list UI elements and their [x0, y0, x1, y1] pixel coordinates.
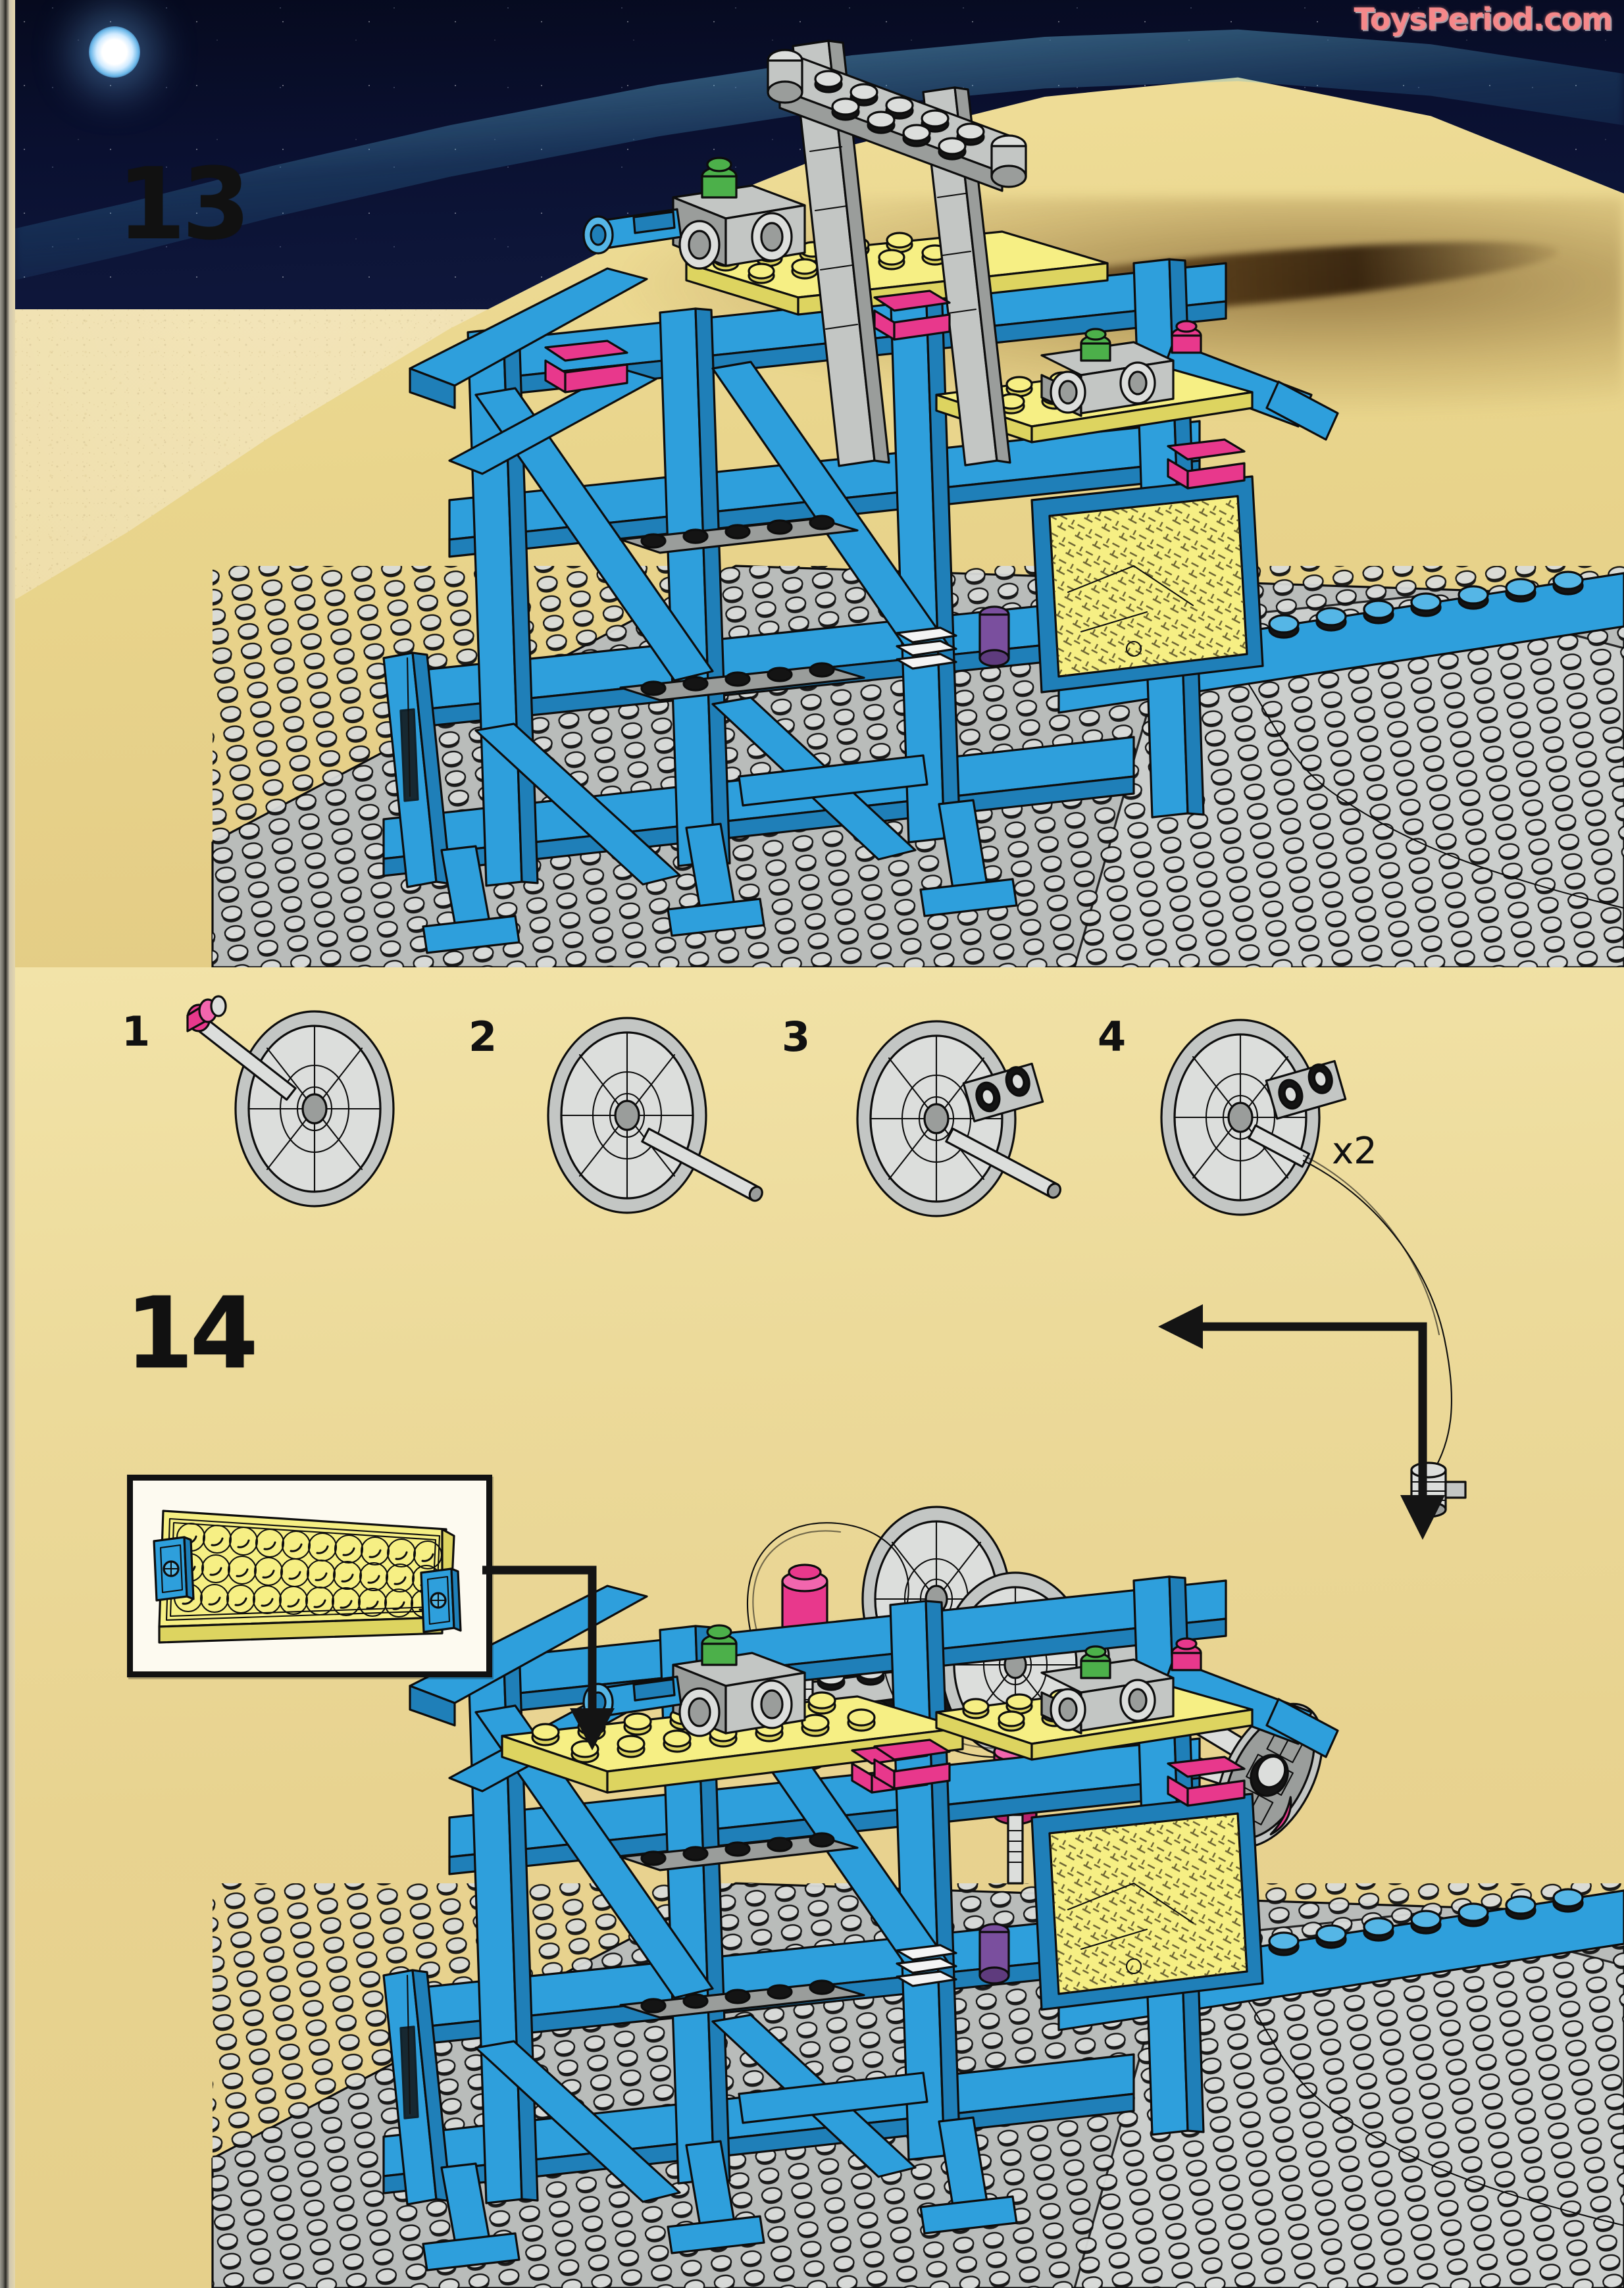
substep-number-2: 2 — [469, 1013, 497, 1061]
substep-wheel-assemblies — [186, 995, 1467, 1518]
yellow-patterned-panel — [1030, 475, 1264, 694]
step-number-13: 13 — [117, 147, 251, 262]
substep-number-3: 3 — [782, 1013, 811, 1061]
right-connector-cluster — [1040, 320, 1202, 417]
substep-3-assembly — [856, 1020, 1062, 1217]
substep-number-1: 1 — [122, 1007, 151, 1055]
gray-engine-block-2 — [582, 1624, 806, 1737]
blue-bracket-left — [153, 1536, 195, 1602]
interior-detail-plates — [619, 515, 1010, 701]
support-legs-2 — [422, 2072, 1018, 2272]
right-connector-cluster-2 — [1040, 1637, 1202, 1735]
substep-number-4: 4 — [1098, 1013, 1127, 1061]
step-14-illustration-panel — [15, 967, 1624, 2288]
page-edge-scan-shadow — [0, 0, 9, 2288]
substep-2-assembly — [547, 1017, 763, 1214]
page-edge-inner — [9, 0, 15, 2288]
yellow-patterned-panel-2 — [1030, 1792, 1264, 2011]
substep-1-assembly — [186, 995, 395, 1208]
step-14-lego-model — [211, 1575, 1624, 2288]
step-13-lego-model — [211, 39, 1624, 967]
watermark-toysperiod: ToysPeriod.com — [1354, 1, 1613, 37]
quantity-label-x2: x2 — [1332, 1130, 1377, 1173]
gray-engine-block — [582, 157, 806, 270]
magenta-accent-bricks — [544, 290, 1246, 490]
sun-glow-icon — [89, 26, 140, 78]
parts-callout-box — [127, 1475, 492, 1677]
gray-technic-crane — [767, 39, 1027, 467]
support-legs — [422, 754, 1018, 954]
step-13-illustration-panel — [15, 0, 1624, 967]
blue-bracket-right — [420, 1567, 462, 1633]
step-number-14: 14 — [125, 1277, 259, 1391]
magenta-accent-bricks-2 — [873, 1739, 1246, 1807]
yellow-plate-4x10-part — [153, 1510, 462, 1644]
interior-detail-plates-2 — [619, 1832, 1010, 2019]
